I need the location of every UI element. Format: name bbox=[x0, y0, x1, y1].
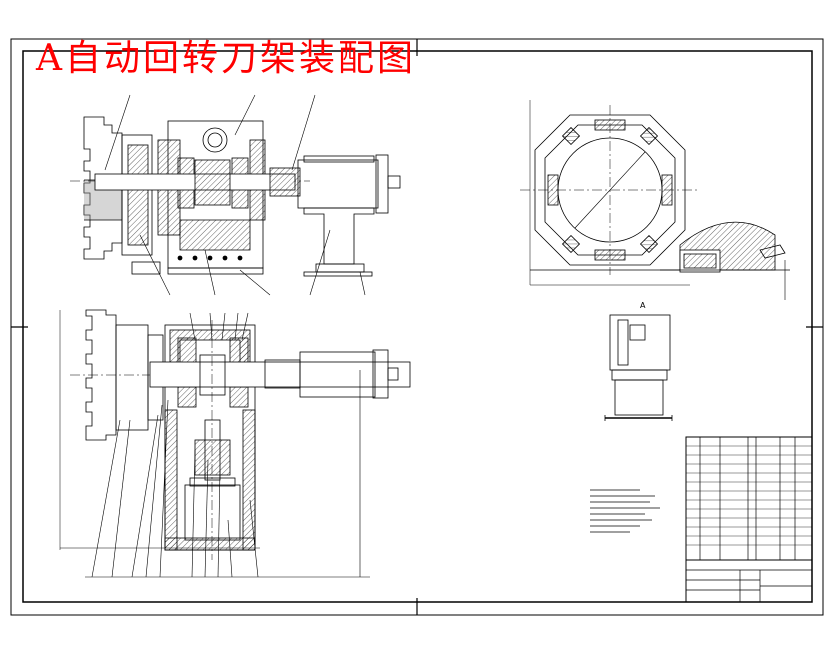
drawing-title: A自动回转刀架装配图 bbox=[36, 38, 416, 79]
technical-notes bbox=[590, 489, 660, 533]
outer-frame bbox=[10, 38, 824, 616]
view-a-label: A bbox=[640, 301, 646, 310]
bottom-section-view bbox=[59, 309, 411, 578]
view-a bbox=[604, 314, 673, 421]
end-view-octagon bbox=[520, 100, 700, 286]
locating-pin-detail bbox=[660, 221, 790, 300]
title-block bbox=[685, 436, 813, 603]
centering-marks bbox=[11, 39, 823, 615]
top-section-view bbox=[70, 94, 401, 296]
